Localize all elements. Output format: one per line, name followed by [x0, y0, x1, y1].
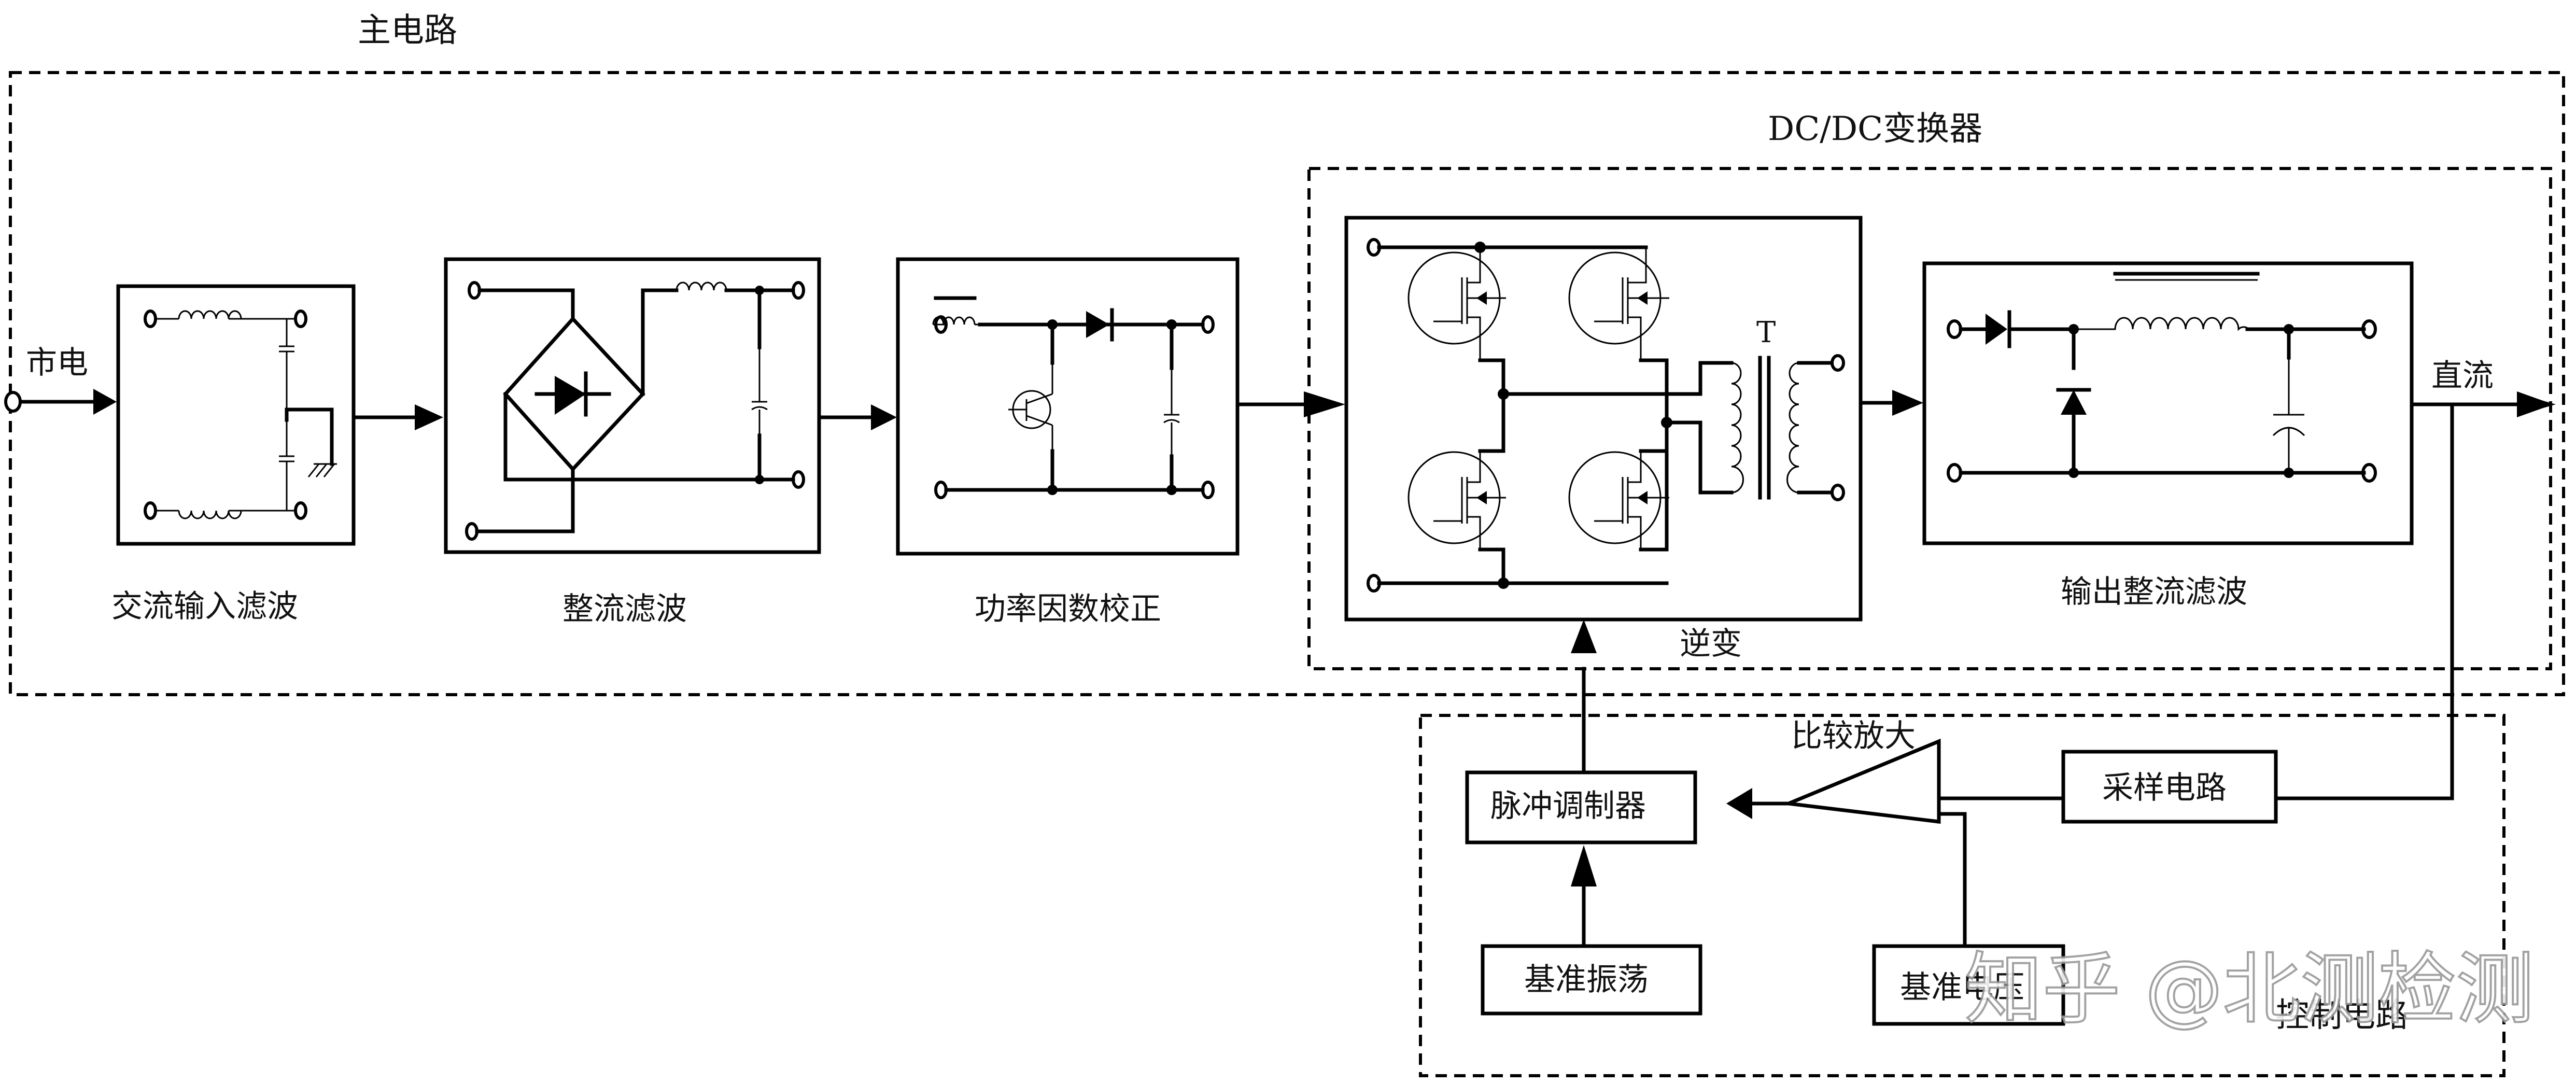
input-arrow: [93, 389, 117, 415]
oscillator-arrow: [1571, 845, 1597, 886]
sampling-circuit-label: 采样电路: [2102, 770, 2227, 806]
flow-arrow-1: [415, 404, 443, 430]
ref-oscillator-block[interactable]: 基准振荡: [1481, 944, 1702, 1016]
ac-input-filter-block[interactable]: [116, 284, 356, 546]
pulse-modulator-label: 脉冲调制器: [1490, 788, 1646, 824]
ref-voltage-wire: [1937, 812, 1967, 948]
main-circuit-label: 主电路: [358, 11, 457, 50]
output-label: 直流: [2431, 358, 2494, 394]
flow-arrow-4: [1892, 390, 1923, 416]
pfc-capacitor: [1163, 363, 1180, 456]
y-capacitors: [279, 319, 294, 511]
common-mode-choke-top: [156, 310, 295, 320]
pfc-diode: [1086, 311, 1109, 338]
dcdc-converter-label: DC/DC变换器: [1768, 110, 1982, 148]
output-diode: [1986, 314, 2007, 345]
output-rectifier-filter-label: 输出整流滤波: [2061, 574, 2247, 610]
drive-signal-arrow: [1571, 620, 1597, 653]
output-inductor: [2074, 317, 2250, 331]
comparator-amplifier-label: 比较放大: [1791, 718, 1916, 754]
watermark: 知乎 @北测检测: [1965, 945, 2534, 1035]
ref-oscillator-label: 基准振荡: [1524, 962, 1649, 998]
ref-voltage-label: 基准电压: [1900, 969, 2024, 1006]
mosfet-q4: [1568, 451, 1669, 550]
flow-arrow-2: [871, 404, 897, 430]
ref-voltage-block[interactable]: 基准电压: [1872, 944, 2065, 1026]
pfc-label: 功率因数校正: [975, 591, 1161, 627]
ac-input-filter-label: 交流输入滤波: [111, 588, 298, 625]
control-circuit-label: 控制电路: [2276, 996, 2409, 1035]
transformer-secondary: [1786, 362, 1799, 494]
rectifier-filter-block[interactable]: [444, 257, 821, 554]
terminal: [1947, 319, 1962, 339]
mosfet-q1: [1407, 247, 1506, 360]
inverter-block[interactable]: T: [1344, 216, 1863, 622]
terminal: [1831, 484, 1845, 501]
common-mode-choke-bottom: [156, 510, 295, 519]
mosfet-q3: [1407, 451, 1506, 550]
inverter-label: 逆变: [1680, 626, 1742, 662]
main-circuit-frame: [9, 71, 2565, 696]
terminal: [1831, 354, 1845, 372]
ground-symbol: [285, 407, 334, 466]
transformer-label: T: [1756, 316, 1776, 349]
pfc-block[interactable]: [896, 257, 1240, 556]
flow-arrow-3: [1304, 391, 1345, 417]
terminal: [1947, 463, 1962, 483]
mosfet-q2: [1568, 247, 1669, 360]
amp-output-arrow: [1726, 788, 1752, 819]
comparator-amplifier[interactable]: [1750, 738, 1941, 824]
terminal: [144, 309, 157, 328]
pulse-modulator-block[interactable]: 脉冲调制器: [1465, 770, 1697, 844]
filter-inductor: [675, 281, 727, 291]
dcdc-converter-frame: [1307, 167, 2552, 670]
ground-hatch: [307, 463, 337, 477]
input-terminal[interactable]: [4, 391, 22, 413]
transformer-core: [1758, 356, 1771, 500]
terminal: [144, 501, 157, 520]
input-label: 市电: [26, 345, 88, 381]
rectifier-filter-label: 整流滤波: [562, 591, 687, 627]
transformer-primary: [1731, 362, 1744, 494]
control-circuit-frame: [1419, 714, 2505, 1077]
freewheel-diode: [2061, 390, 2087, 415]
output-rectifier-filter-block[interactable]: [1922, 261, 2414, 545]
sampling-circuit-block[interactable]: 采样电路: [2061, 750, 2278, 824]
terminal: [294, 501, 307, 520]
terminal: [294, 309, 307, 328]
output-capacitor: [2272, 329, 2305, 473]
